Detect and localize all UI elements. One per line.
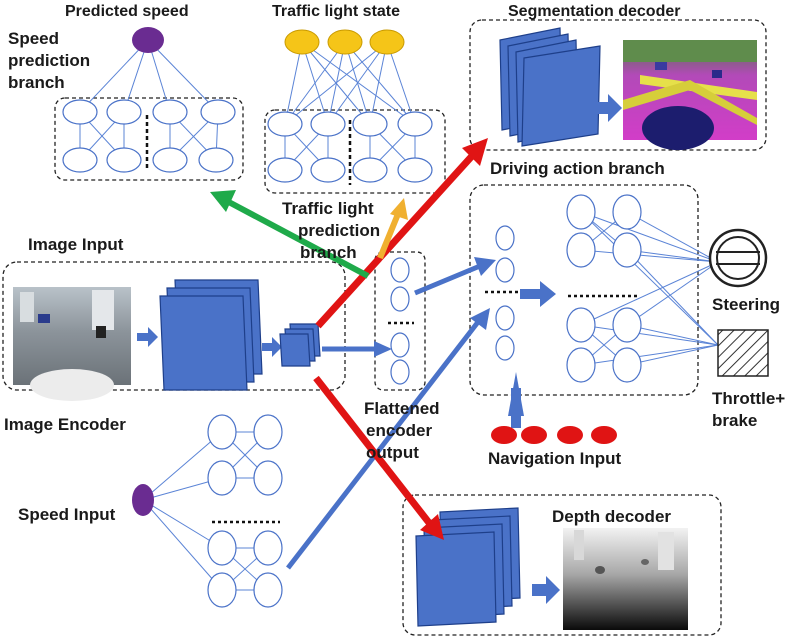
blue-connectors <box>286 257 496 570</box>
depth-decoder-box <box>402 494 722 636</box>
navigation-input-label: Navigation Input <box>488 449 622 468</box>
driving-action-branch-label: Driving action branch <box>490 159 665 178</box>
image-encoder-box <box>2 261 346 391</box>
speed-branch-label-line1: Speed <box>8 29 59 48</box>
speed-input-network <box>132 414 283 608</box>
speed-input-node <box>132 484 154 516</box>
depth-decoder <box>415 507 688 630</box>
throttle-label-line1: Throttle+ <box>712 389 785 408</box>
traffic-branch-label-line2: prediction <box>298 221 380 240</box>
decoder-arrows <box>210 138 488 540</box>
traffic-state-node <box>369 29 405 55</box>
driving-action-box <box>469 184 699 396</box>
driving-action-network <box>485 194 719 383</box>
flattened-label-line3: output <box>366 443 419 462</box>
image-encoder-label: Image Encoder <box>4 415 126 434</box>
traffic-branch-network <box>267 29 433 185</box>
steering-label: Steering <box>712 295 780 314</box>
hatched-pedal-icon <box>717 329 769 377</box>
speed-branch-label-line3: branch <box>8 73 65 92</box>
predicted-speed-label: Predicted speed <box>65 3 189 20</box>
speed-branch-label-line2: prediction <box>8 51 90 70</box>
speed-branch-box <box>54 97 244 181</box>
flattened-output <box>388 257 414 385</box>
traffic-branch-label-line3: branch <box>300 243 357 262</box>
flattened-label-line1: Flattened <box>364 399 440 418</box>
image-input-label: Image Input <box>28 235 124 254</box>
depth-decoder-label: Depth decoder <box>552 507 671 526</box>
navigation-input-nodes <box>491 372 617 444</box>
steering-wheel-icon <box>708 228 768 288</box>
speed-input-label: Speed Input <box>18 505 116 524</box>
traffic-state-node <box>327 29 363 55</box>
traffic-branch-label-line1: Traffic light <box>282 199 374 218</box>
segmentation-box <box>469 19 767 151</box>
traffic-state-node <box>284 29 320 55</box>
speed-branch-network <box>62 27 236 173</box>
throttle-label-line2: brake <box>712 411 757 430</box>
traffic-light-state-label: Traffic light state <box>272 3 400 20</box>
segmentation-decoder <box>499 27 757 150</box>
flattened-label-line2: encoder <box>366 421 433 440</box>
traffic-branch-box <box>264 109 446 194</box>
segmentation-decoder-label: Segmentation decoder <box>508 3 680 20</box>
predicted-speed-node <box>132 27 164 53</box>
image-encoder <box>13 279 321 401</box>
flattened-box <box>374 251 426 391</box>
